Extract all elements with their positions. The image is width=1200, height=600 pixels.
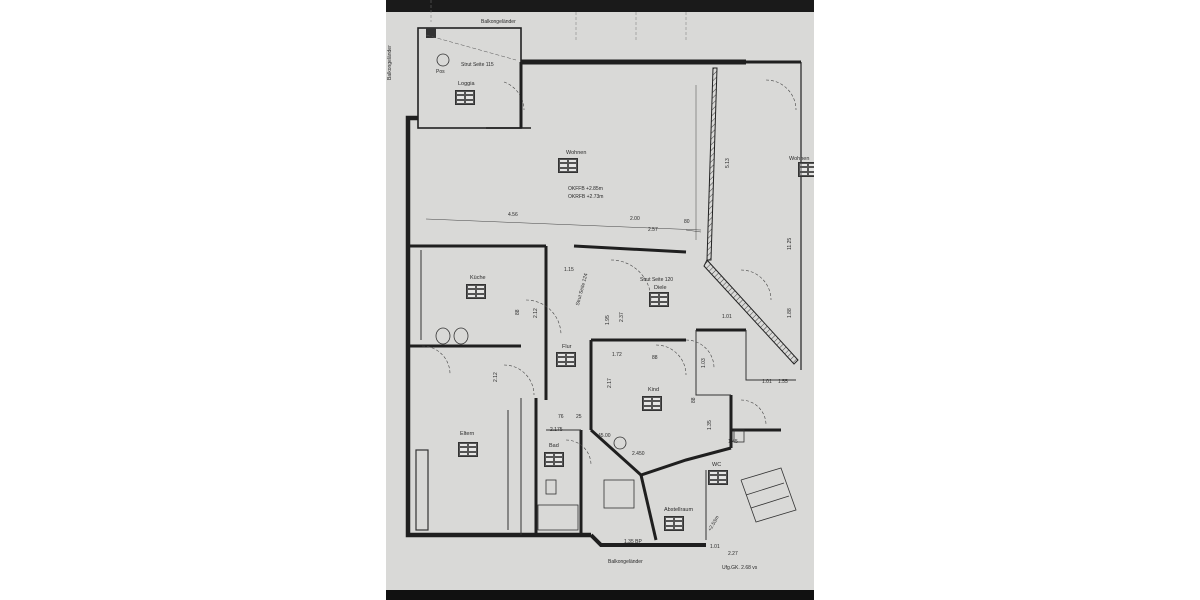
strut-loggia-label: Strut Seite 115 bbox=[461, 62, 494, 68]
dim-101a: 1.01 bbox=[722, 314, 732, 320]
flur-label: Flur bbox=[562, 344, 572, 350]
fixtures bbox=[415, 53, 745, 531]
dim-101b: 1.01 bbox=[762, 379, 772, 385]
party-wall bbox=[703, 62, 802, 370]
diele-label: Diele bbox=[654, 285, 667, 291]
ufg-label: Ufg.GK. 2.68 vs bbox=[722, 565, 758, 571]
abstellraum-room-tag bbox=[664, 516, 684, 531]
wohnen-right-label: Wohnen bbox=[789, 156, 810, 162]
bad-room-tag bbox=[544, 452, 564, 467]
dim-212a: 2.12 bbox=[533, 308, 539, 318]
balkon-top-label: Balkongeländer bbox=[481, 19, 516, 25]
kueche-label: Küche bbox=[470, 275, 486, 281]
dim-188: 1.88 bbox=[787, 308, 793, 318]
dimension-lines bbox=[425, 85, 702, 240]
dim-76: 76 bbox=[558, 414, 564, 420]
dim-25: 25 bbox=[576, 414, 582, 420]
dim-513: 5.13 bbox=[725, 158, 731, 168]
pos-label: Pos bbox=[436, 69, 445, 75]
stairs bbox=[740, 467, 797, 523]
floor-plan-photo: Balkongeländer Balkongeländer Balkongelä… bbox=[386, 0, 814, 600]
photo-bottom-border bbox=[386, 590, 814, 600]
dim-237: 2.37 bbox=[619, 312, 625, 322]
eltern-label: Eltern bbox=[460, 431, 475, 437]
loggia-room bbox=[417, 27, 525, 129]
balkon-side-label: Balkongeländer bbox=[387, 45, 393, 80]
dim-80a: 80 bbox=[684, 219, 690, 225]
dim-4500: 45.00 bbox=[598, 433, 611, 439]
dim-257: 2.57 bbox=[648, 227, 658, 233]
dim-88c: 88 bbox=[691, 397, 697, 403]
dim-2450: 2.450 bbox=[632, 451, 645, 457]
dim-456: 4.56 bbox=[508, 212, 518, 218]
kueche-room-tag bbox=[466, 284, 486, 299]
kind-room-tag bbox=[642, 396, 662, 411]
wc-label: WC bbox=[712, 462, 722, 468]
wohnen-right-room-tag bbox=[798, 162, 814, 177]
flur-room-tag bbox=[556, 352, 576, 367]
wohnen-label: Wohnen bbox=[566, 150, 587, 156]
dim-1125: 11.25 bbox=[787, 237, 793, 250]
reference-lines bbox=[430, 0, 687, 40]
dim-2175: 2.175 bbox=[550, 427, 563, 433]
abstellraum-label: Abstellraum bbox=[664, 507, 694, 513]
strut-diele-label: Strut Seite 120 bbox=[640, 277, 674, 283]
dim-135b: 1.35 BP bbox=[624, 539, 642, 545]
dim-101c: 1.01 bbox=[710, 544, 720, 550]
okff2-label: OKRFB +2.73m bbox=[568, 194, 604, 200]
door-swings bbox=[421, 79, 797, 466]
wohnen-room-tag bbox=[558, 158, 578, 173]
balkon-bottom-label: Balkongeländer bbox=[608, 559, 643, 565]
okff1-label: OKFFB +2.85m bbox=[568, 186, 603, 192]
floor-plan-drawing bbox=[405, 0, 802, 547]
dim-217: 2.17 bbox=[607, 378, 613, 388]
eltern-room-tag bbox=[458, 442, 478, 457]
bad-label: Bad bbox=[549, 443, 559, 449]
thin-walls bbox=[420, 250, 796, 540]
dim-135: 1.35 bbox=[707, 420, 713, 430]
loggia-label: Loggia bbox=[458, 81, 475, 87]
photo-top-border bbox=[386, 0, 814, 12]
loggia-room-tag bbox=[455, 90, 475, 105]
interior-walls bbox=[408, 244, 781, 541]
dim-88a: 88 bbox=[515, 309, 521, 315]
dim-145: 1.45 bbox=[728, 439, 738, 445]
dim-155: 1.55 bbox=[778, 379, 788, 385]
outer-walls bbox=[405, 59, 801, 547]
dim-195: 1.95 bbox=[605, 315, 611, 325]
kind-label: Kind bbox=[648, 387, 660, 393]
dim-103: 1.03 bbox=[701, 358, 707, 368]
dim-172: 1.72 bbox=[612, 352, 622, 358]
dim-115: 1.15 bbox=[564, 267, 574, 273]
dim-88b: 88 bbox=[652, 355, 658, 361]
diele-room-tag bbox=[649, 292, 669, 307]
wc-room-tag bbox=[708, 470, 728, 485]
dim-227: 2.27 bbox=[728, 551, 738, 557]
dim-200: 2.00 bbox=[630, 216, 640, 222]
dim-212b: 2.12 bbox=[493, 372, 499, 382]
